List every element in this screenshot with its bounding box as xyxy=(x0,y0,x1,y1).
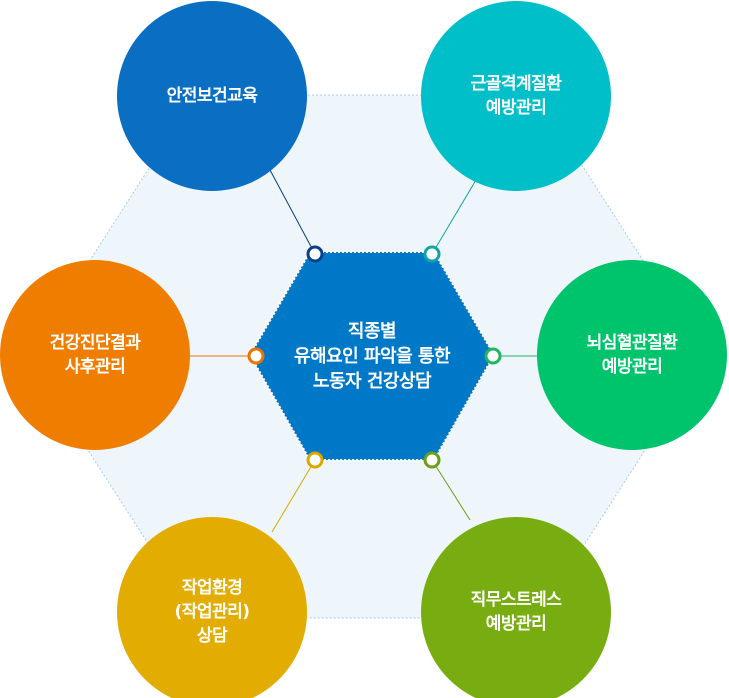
work-environment-consult-dot xyxy=(306,451,324,469)
health-checkup-followup-dot xyxy=(247,347,265,365)
job-stress-prevention-dot xyxy=(423,451,441,469)
job-stress-prevention-connector xyxy=(431,459,471,521)
safety-health-education-circle xyxy=(117,1,307,191)
safety-health-education-dot xyxy=(306,245,324,263)
musculoskeletal-prevention-dot xyxy=(423,245,441,263)
health-checkup-followup-circle xyxy=(0,260,190,450)
safety-health-education-connector xyxy=(269,169,316,255)
work-environment-consult-circle xyxy=(117,517,307,698)
musculoskeletal-prevention-connector xyxy=(431,179,477,255)
cardiovascular-prevention-circle xyxy=(537,260,727,450)
connector-lines xyxy=(190,169,537,533)
connector-dots xyxy=(247,245,502,469)
job-stress-prevention-circle xyxy=(421,517,611,698)
cardiovascular-prevention-dot xyxy=(484,347,502,365)
musculoskeletal-prevention-circle xyxy=(421,1,611,191)
work-environment-consult-connector xyxy=(271,459,316,533)
